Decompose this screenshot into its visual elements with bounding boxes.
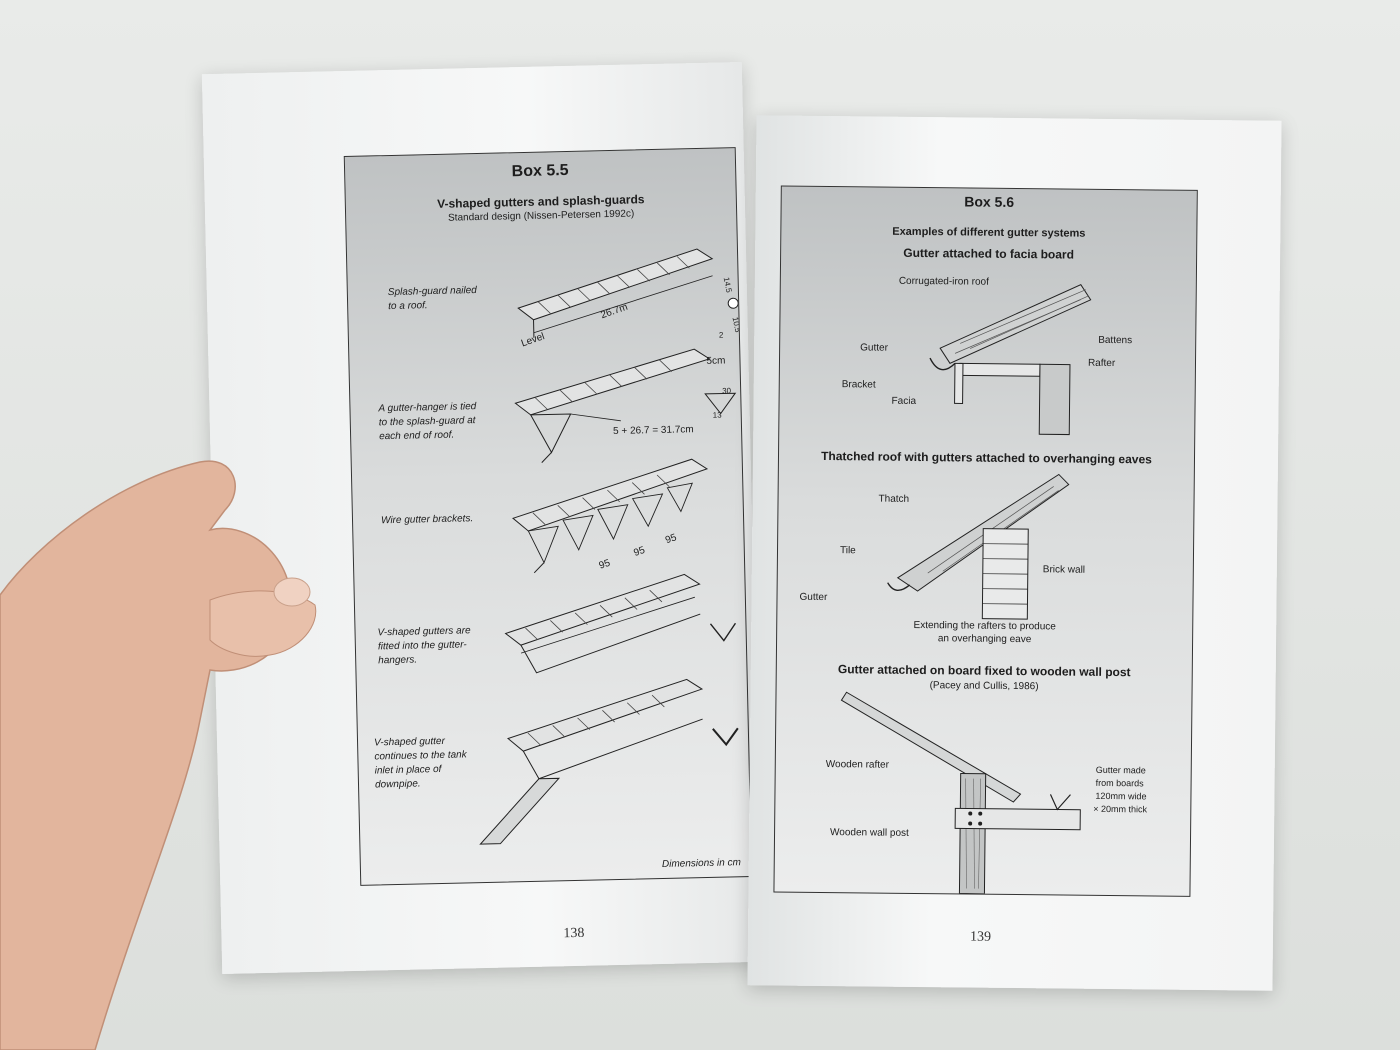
- sum-label: 5 + 26.7 = 31.7cm: [612, 424, 694, 438]
- label-gutter-2: Gutter: [799, 591, 828, 604]
- label-tile: Tile: [839, 545, 856, 557]
- box-title: Box 5.5: [511, 161, 569, 181]
- v-gutters-diagram: [504, 573, 737, 674]
- section3-source: (Pacey and Cullis, 1986): [929, 680, 1039, 693]
- box-5-5: Box 5.5 V-shaped gutters and splash-guar…: [343, 147, 753, 886]
- label-bracket: Bracket: [841, 379, 876, 391]
- page-number-right: 139: [969, 929, 992, 945]
- box-title: Box 5.6: [964, 193, 1015, 210]
- gutter-note-1: Gutter made: [1095, 764, 1146, 776]
- facia-gutter-diagram: [929, 284, 1092, 436]
- splash-guard-diagram: [517, 248, 739, 338]
- heading: Examples of different gutter systems: [892, 225, 1086, 240]
- caption-gutter-hanger: A gutter-hanger is tied to the splash-gu…: [378, 401, 477, 443]
- wall-post-diagram: [840, 691, 1081, 895]
- section3-title: Gutter attached on board fixed to wooden…: [837, 662, 1131, 680]
- gutter-note-2: from boards: [1095, 777, 1144, 789]
- section1-title: Gutter attached to facia board: [903, 245, 1075, 262]
- right-page: Box 5.6 Examples of different gutter sys…: [747, 115, 1282, 991]
- thatched-roof-diagram: [887, 473, 1070, 620]
- caption-tank-inlet: V-shaped gutter continues to the tank in…: [373, 735, 467, 791]
- caption-wire-brackets: Wire gutter brackets.: [380, 513, 474, 527]
- section2-title: Thatched roof with gutters attached to o…: [821, 448, 1152, 467]
- dim-d-label: 30: [722, 386, 732, 396]
- wire-brackets-diagram: [511, 458, 709, 574]
- gutter-note-3: 120mm wide: [1095, 790, 1147, 802]
- section2-caption-2: an overhanging eave: [937, 633, 1032, 646]
- left-page: Box 5.5 V-shaped gutters and splash-guar…: [201, 61, 763, 975]
- hand-holding-book: [0, 460, 317, 1050]
- five-cm-label: 5cm: [706, 355, 726, 367]
- gutter-note-4: × 20mm thick: [1093, 803, 1148, 815]
- dimensions-note: Dimensions in cm: [661, 857, 742, 871]
- caption-splash-guard: Splash-guard nailed to a roof.: [387, 285, 477, 313]
- label-battens: Battens: [1098, 334, 1133, 347]
- dim-e-label: 13: [712, 410, 722, 420]
- dim-c-label: 2: [718, 330, 724, 340]
- page-number-left: 138: [563, 925, 585, 942]
- tank-inlet-diagram: [479, 678, 739, 845]
- gutter-hanger-diagram: [514, 348, 737, 463]
- caption-v-gutters: V-shaped gutters are fitted into the gut…: [377, 625, 471, 667]
- box-5-6: Box 5.6 Examples of different gutter sys…: [773, 185, 1198, 897]
- label-gutter: Gutter: [860, 342, 888, 354]
- dim-b-label: 10.5: [730, 316, 743, 334]
